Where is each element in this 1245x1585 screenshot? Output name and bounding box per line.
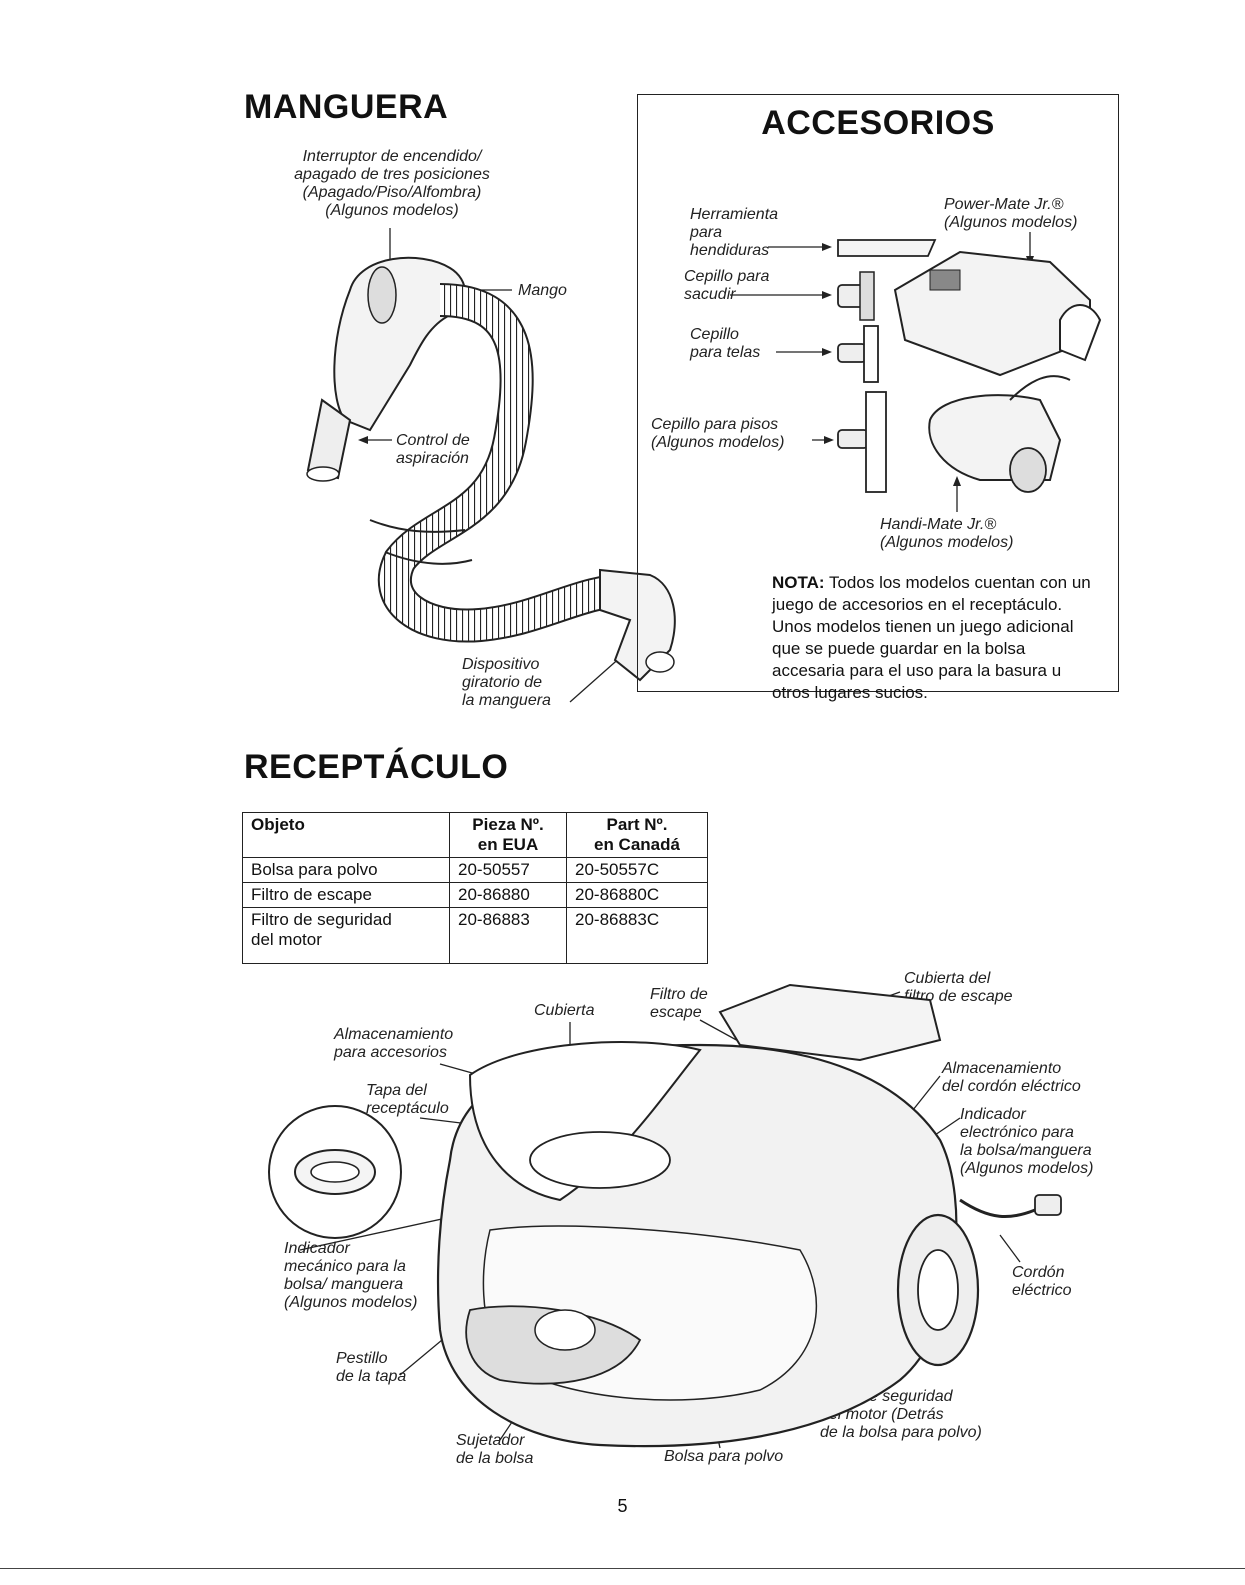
nota-paragraph: NOTA: Todos los modelos cuentan con un j…: [772, 572, 1102, 704]
swivel-label: Dispositivo giratorio de la manguera: [462, 656, 551, 709]
dusting-brush-label: Cepillo para sacudir: [684, 268, 770, 303]
dust-bag-label: Bolsa para polvo: [664, 1448, 784, 1465]
table-row: Filtro de seguridad del motor 20-86883 2…: [242, 907, 708, 964]
upholstery-brush-label: Cepillo para telas: [690, 326, 761, 361]
crevice-tool-label: Herramienta para hendiduras: [690, 206, 779, 259]
cubierta-label: Cubierta: [534, 1002, 595, 1019]
table-header: Pieza Nº. en EUA: [449, 812, 567, 858]
powermate-label: Power-Mate Jr.® (Algunos modelos): [944, 196, 1078, 231]
nota-text: Todos los modelos cuentan con un juego d…: [772, 573, 1091, 702]
manguera-title: MANGUERA: [244, 88, 449, 126]
table-cell: Bolsa para polvo: [242, 857, 450, 883]
handle-label: Mango: [518, 282, 567, 299]
table-cell: Filtro de seguridad del motor: [242, 907, 450, 964]
handimate-label: Handi-Mate Jr.® (Algunos modelos): [880, 516, 1014, 551]
suction-control-label: Control de aspiración: [396, 432, 470, 467]
table-cell: 20-86880: [449, 882, 567, 908]
switch-label: Interruptor de encendido/ apagado de tre…: [294, 148, 490, 219]
table-cell: 20-50557C: [566, 857, 708, 883]
bag-holder-label: Sujetador de la bolsa: [456, 1432, 534, 1467]
page-number: 5: [617, 1496, 628, 1516]
table-cell: Filtro de escape: [242, 882, 450, 908]
mechanical-indicator-label: Indicador mecánico para la bolsa/ mangue…: [284, 1240, 418, 1311]
bottom-rule: [0, 1568, 1245, 1569]
table-cell: 20-86883: [449, 907, 567, 964]
parts-table: Objeto Pieza Nº. en EUA Part Nº. en Cana…: [242, 812, 708, 964]
table-cell: 20-50557: [449, 857, 567, 883]
table-header: Part Nº. en Canadá: [566, 812, 708, 858]
power-cord-label: Cordón eléctrico: [1012, 1264, 1072, 1299]
table-header-row: Objeto Pieza Nº. en EUA Part Nº. en Cana…: [242, 812, 708, 858]
floor-brush-label: Cepillo para pisos (Algunos modelos): [651, 416, 785, 451]
exhaust-filter-label: Filtro de escape: [650, 986, 708, 1021]
table-row: Bolsa para polvo 20-50557 20-50557C: [242, 857, 708, 883]
table-header: Objeto: [242, 812, 450, 858]
canister-lid-label: Tapa del receptáculo: [366, 1082, 449, 1117]
cord-storage-label: Almacenamiento del cordón eléctrico: [942, 1060, 1081, 1095]
accessory-storage-label: Almacenamiento para accesorios: [334, 1026, 454, 1061]
nota-bold: NOTA:: [772, 573, 825, 592]
accesorios-title: ACCESORIOS: [761, 104, 995, 142]
electronic-indicator-label: Indicador electrónico para la bolsa/mang…: [960, 1106, 1094, 1177]
receptaculo-title: RECEPTÁCULO: [244, 748, 509, 786]
table-cell: 20-86883C: [566, 907, 708, 964]
lid-latch-label: Pestillo de la tapa: [336, 1350, 407, 1385]
accesorios-panel: [637, 94, 1119, 692]
